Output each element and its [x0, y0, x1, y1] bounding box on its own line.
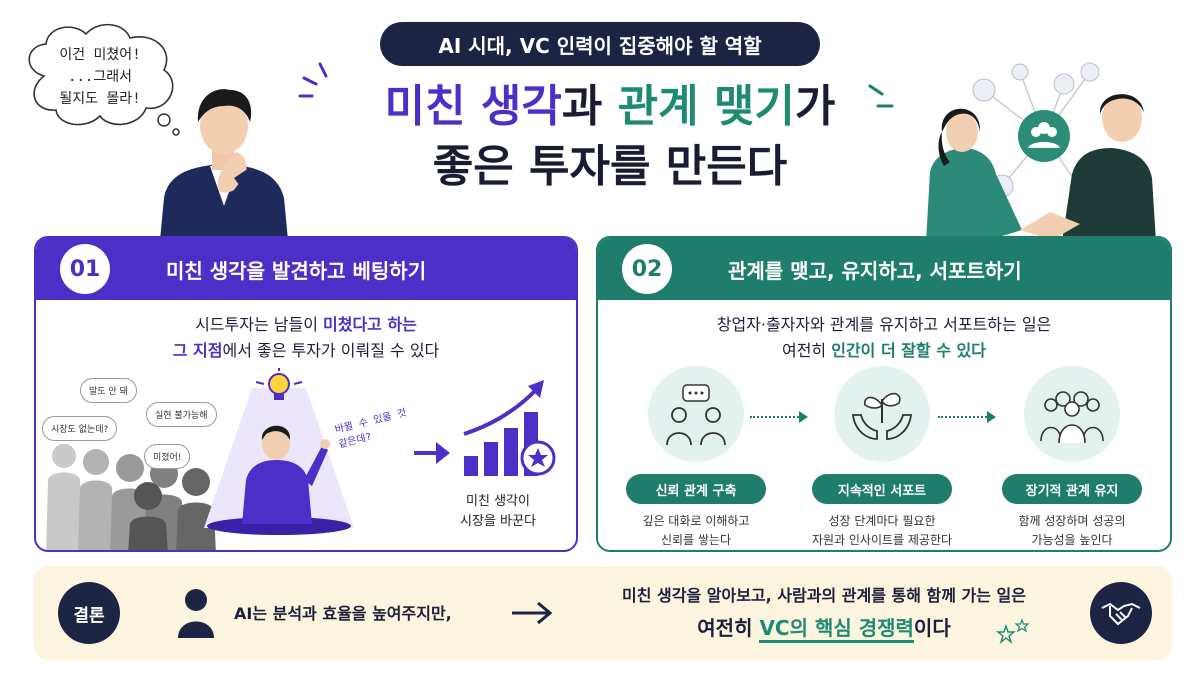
panel1-header: 01 미친 생각을 발견하고 베팅하기 [36, 238, 576, 300]
handshake-icon [1101, 602, 1141, 626]
handshake-badge [1090, 582, 1152, 644]
topic-pill: AI 시대, VC 인력이 집중해야 할 역할 [380, 22, 820, 66]
headline-relationship: 관계 맺기 [617, 81, 795, 132]
step-trust-label: 신뢰 관계 구축 [626, 474, 766, 504]
conclusion-ending: 이다 [913, 616, 951, 640]
headline-crazy-idea: 미친 생각 [384, 81, 562, 132]
sparkle-stars-icon [996, 618, 1030, 644]
thought-text: 이건 미쳤어! ...그래서 될지도 몰라! [40, 44, 160, 110]
panel1-desc-line2: 그 지점에서 좋은 투자가 이뤄질 수 있다 [36, 338, 576, 364]
bubble-crazy: 미쳤어! [144, 444, 191, 469]
panel2-desc-line2: 여전히 인간이 더 잘할 수 있다 [598, 338, 1170, 364]
result-label: 미친 생각이 시장을 바꾼다 [438, 492, 558, 532]
conclusion-banner: 결론 AI는 분석과 효율을 높여주지만, 미친 생각을 알아보고, 사람과의 … [34, 566, 1172, 660]
step-longterm-label: 장기적 관계 유지 [1002, 474, 1142, 504]
arrow-right-icon [512, 601, 553, 625]
thought-line-1: 이건 미쳤어! [59, 47, 141, 63]
step-support-label: 지속적인 서포트 [812, 474, 952, 504]
crowd-icon [46, 444, 216, 550]
sparkle-icon-right [868, 84, 894, 108]
headline-line1: 미친 생각과 관계 맺기가 [330, 80, 890, 134]
bubble-no-market: 시장도 없는데? [42, 416, 118, 441]
panel-crazy-ideas: 01 미친 생각을 발견하고 베팅하기 시드투자는 남들이 미쳤다고 하는 그 … [34, 236, 578, 552]
panel1-desc2-text: 에서 좋은 투자가 이뤄질 수 있다 [222, 341, 440, 360]
step-support-desc: 성장 단계마다 필요한 자원과 인사이트를 제공한다 [796, 512, 968, 550]
group-of-people-icon [1024, 366, 1120, 462]
result-line2: 시장을 바꾼다 [460, 514, 536, 529]
step-trust-desc: 깊은 대화로 이해하고 신뢰를 쌓는다 [610, 512, 782, 550]
panel1-desc-line1: 시드투자는 남들이 미쳤다고 하는 [36, 312, 576, 338]
step-trust-line2: 신뢰를 쌓는다 [660, 533, 732, 547]
conclusion-badge: 결론 [58, 582, 120, 644]
conclusion-core-competence: VC의 핵심 경쟁력 [759, 616, 914, 643]
step-support-line2: 자원과 인사이트를 제공한다 [811, 533, 953, 547]
headline-ga: 가 [794, 81, 836, 132]
thought-bubble [28, 23, 180, 136]
step-arrow-1 [750, 411, 808, 423]
step-trust: 신뢰 관계 구축 깊은 대화로 이해하고 신뢰를 쌓는다 [610, 366, 782, 550]
sparkle-icon [298, 62, 328, 98]
step-arrow-2 [938, 411, 996, 423]
conclusion-still: 여전히 [697, 616, 760, 640]
step-longterm-line2: 가능성을 높인다 [1031, 533, 1113, 547]
step-support: 지속적인 서포트 성장 단계마다 필요한 자원과 인사이트를 제공한다 [796, 366, 968, 550]
panel2-header: 02 관계를 맺고, 유지하고, 서포트하기 [598, 238, 1170, 300]
result-line1: 미친 생각이 [466, 494, 530, 509]
conversation-icon [648, 366, 744, 462]
panel2-desc2-highlight: 인간이 더 잘할 수 있다 [831, 341, 986, 360]
thinking-man-illustration [160, 89, 288, 240]
growth-chart-icon [463, 380, 556, 476]
panel2-title: 관계를 맺고, 유지하고, 서포트하기 [728, 258, 1022, 283]
bubble-nonsense: 말도 안 돼 [80, 378, 137, 403]
conclusion-right-line2: 여전히 VC의 핵심 경쟁력이다 [574, 612, 1074, 643]
handshake-illustration [926, 62, 1156, 242]
step-longterm: 장기적 관계 유지 함께 성장하며 성공의 가능성을 높인다 [986, 366, 1158, 550]
step-trust-line1: 깊은 대화로 이해하고 [642, 514, 750, 528]
headline-and: 과 [561, 81, 618, 132]
step-longterm-desc: 함께 성장하며 성공의 가능성을 높인다 [986, 512, 1158, 550]
thought-line-2: ...그래서 [68, 69, 132, 85]
panel2-desc2-text: 여전히 [781, 341, 832, 360]
conclusion-left-text: AI는 분석과 효율을 높여주지만, [234, 604, 452, 623]
panel2-number: 02 [622, 244, 672, 294]
sprout-in-hands-icon [834, 366, 930, 462]
panel1-desc2-highlight: 그 지점 [172, 341, 223, 360]
arrow-right-icon [414, 442, 450, 464]
panel1-title: 미친 생각을 발견하고 베팅하기 [166, 258, 427, 283]
panel1-number: 01 [60, 244, 110, 294]
topic-pill-text: AI 시대, VC 인력이 집중해야 할 역할 [438, 33, 762, 58]
thought-line-3: 될지도 몰라! [59, 91, 141, 107]
panel1-desc1-highlight: 미쳤다고 하는 [323, 315, 417, 334]
headline-line2: 좋은 투자를 만든다 [432, 141, 788, 192]
conclusion-right-line1: 미친 생각을 알아보고, 사람과의 관계를 통해 함께 가는 일은 [622, 586, 1026, 605]
panel2-desc-line1: 창업자·출자자와 관계를 유지하고 서포트하는 일은 [716, 315, 1052, 334]
step-longterm-line1: 함께 성장하며 성공의 [1018, 514, 1126, 528]
step-support-line1: 성장 단계마다 필요한 [828, 514, 936, 528]
bubble-impossible: 실현 불가능해 [146, 402, 217, 427]
person-icon [178, 589, 214, 638]
panel1-desc1-text: 시드투자는 남들이 [195, 315, 324, 334]
panel-relationships: 02 관계를 맺고, 유지하고, 서포트하기 창업자·출자자와 관계를 유지하고… [596, 236, 1172, 552]
spotlight-founder-illustration [204, 368, 354, 535]
